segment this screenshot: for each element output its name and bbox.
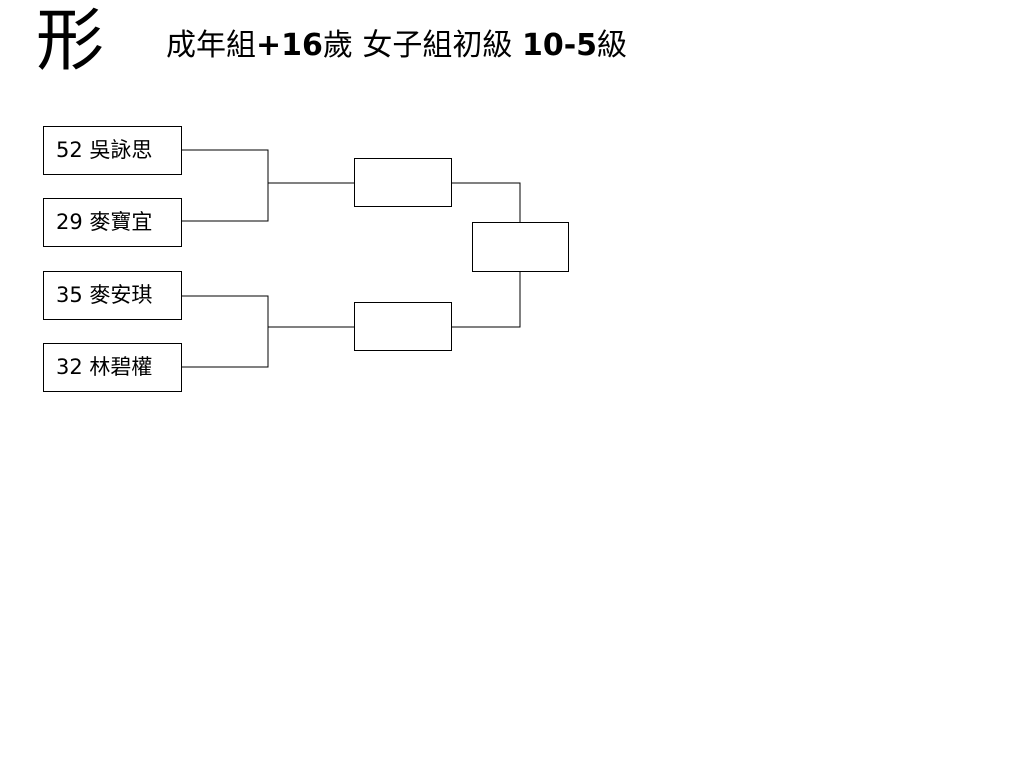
competitor-seed: 29 xyxy=(56,210,83,234)
competitor-seed: 52 xyxy=(56,138,83,162)
competitor-seed: 35 xyxy=(56,283,83,307)
semifinal-to-final-connector xyxy=(452,182,521,222)
title-segment-2: +16 xyxy=(256,28,323,63)
competitor-box-2: 29 麥寶宜 xyxy=(43,198,182,247)
competitor-name: 麥安琪 xyxy=(89,283,153,307)
semifinal-winner-box-1 xyxy=(354,158,452,207)
title-segment-4: 10-5 xyxy=(521,28,598,63)
competitor-box-4: 32 林碧權 xyxy=(43,343,182,392)
match-2-connector xyxy=(182,295,269,368)
title-segment-1: 成年組 xyxy=(166,28,256,63)
final-winner-box xyxy=(472,222,569,272)
semifinal-to-final-connector-lower xyxy=(452,272,521,328)
title-segment-5: 級 xyxy=(597,28,628,63)
title-segment-3: 歲 女子組初級 xyxy=(322,28,522,63)
match-1-connector xyxy=(182,149,269,222)
competitor-box-1: 52 吳詠思 xyxy=(43,126,182,175)
competitor-name: 林碧權 xyxy=(89,355,153,379)
competitor-name: 麥寶宜 xyxy=(89,210,153,234)
semifinal-winner-box-2 xyxy=(354,302,452,351)
competitor-name: 吳詠思 xyxy=(89,138,153,162)
event-type-char: 形 xyxy=(36,2,105,81)
competitor-seed: 32 xyxy=(56,355,83,379)
bracket-title: 成年組+16歲 女子組初級 10-5級 xyxy=(166,26,627,66)
competitor-box-3: 35 麥安琪 xyxy=(43,271,182,320)
